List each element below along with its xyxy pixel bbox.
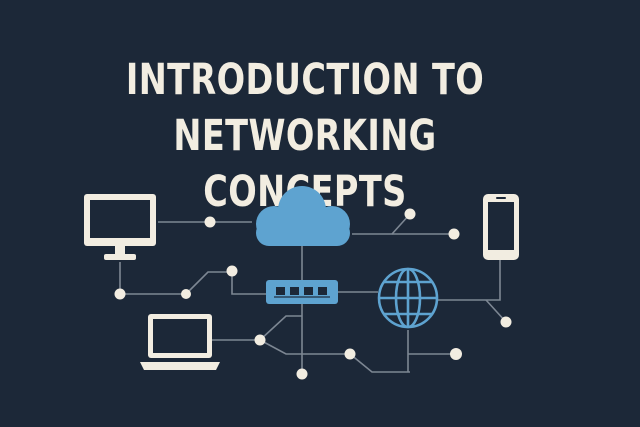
title-line-1: INTRODUCTION TO — [125, 55, 485, 105]
page-title: INTRODUCTION TO NETWORKING CONCEPTS — [0, 52, 610, 220]
node-dot — [500, 316, 512, 328]
node-dot — [450, 348, 462, 360]
node-dot — [204, 216, 216, 228]
link-phone-globe — [436, 260, 501, 301]
junction-nodes — [114, 208, 512, 380]
node-dot — [448, 228, 460, 240]
node-dot — [254, 334, 266, 346]
node-dot — [404, 208, 416, 220]
cloud-icon — [256, 186, 350, 246]
link-lower-branch — [349, 353, 410, 373]
smartphone-icon — [483, 194, 519, 260]
node-dot — [181, 289, 191, 299]
laptop-icon — [140, 314, 220, 370]
desktop-monitor-icon — [84, 194, 156, 260]
link-cloud-right — [352, 213, 411, 235]
link-switch-left — [231, 272, 268, 295]
node-dot — [296, 368, 308, 380]
link-node-diagonal — [259, 315, 302, 341]
node-dot — [226, 265, 238, 277]
network-switch-icon — [266, 280, 338, 304]
link-desktop-bottom — [119, 262, 186, 295]
link-node-upper — [185, 271, 232, 295]
title-line-2: NETWORKING CONCEPTS — [173, 111, 437, 217]
globe-icon — [377, 267, 439, 329]
node-dot — [114, 288, 126, 300]
node-dot — [344, 348, 356, 360]
connection-lines — [119, 213, 507, 374]
link-node-lower — [259, 339, 350, 355]
